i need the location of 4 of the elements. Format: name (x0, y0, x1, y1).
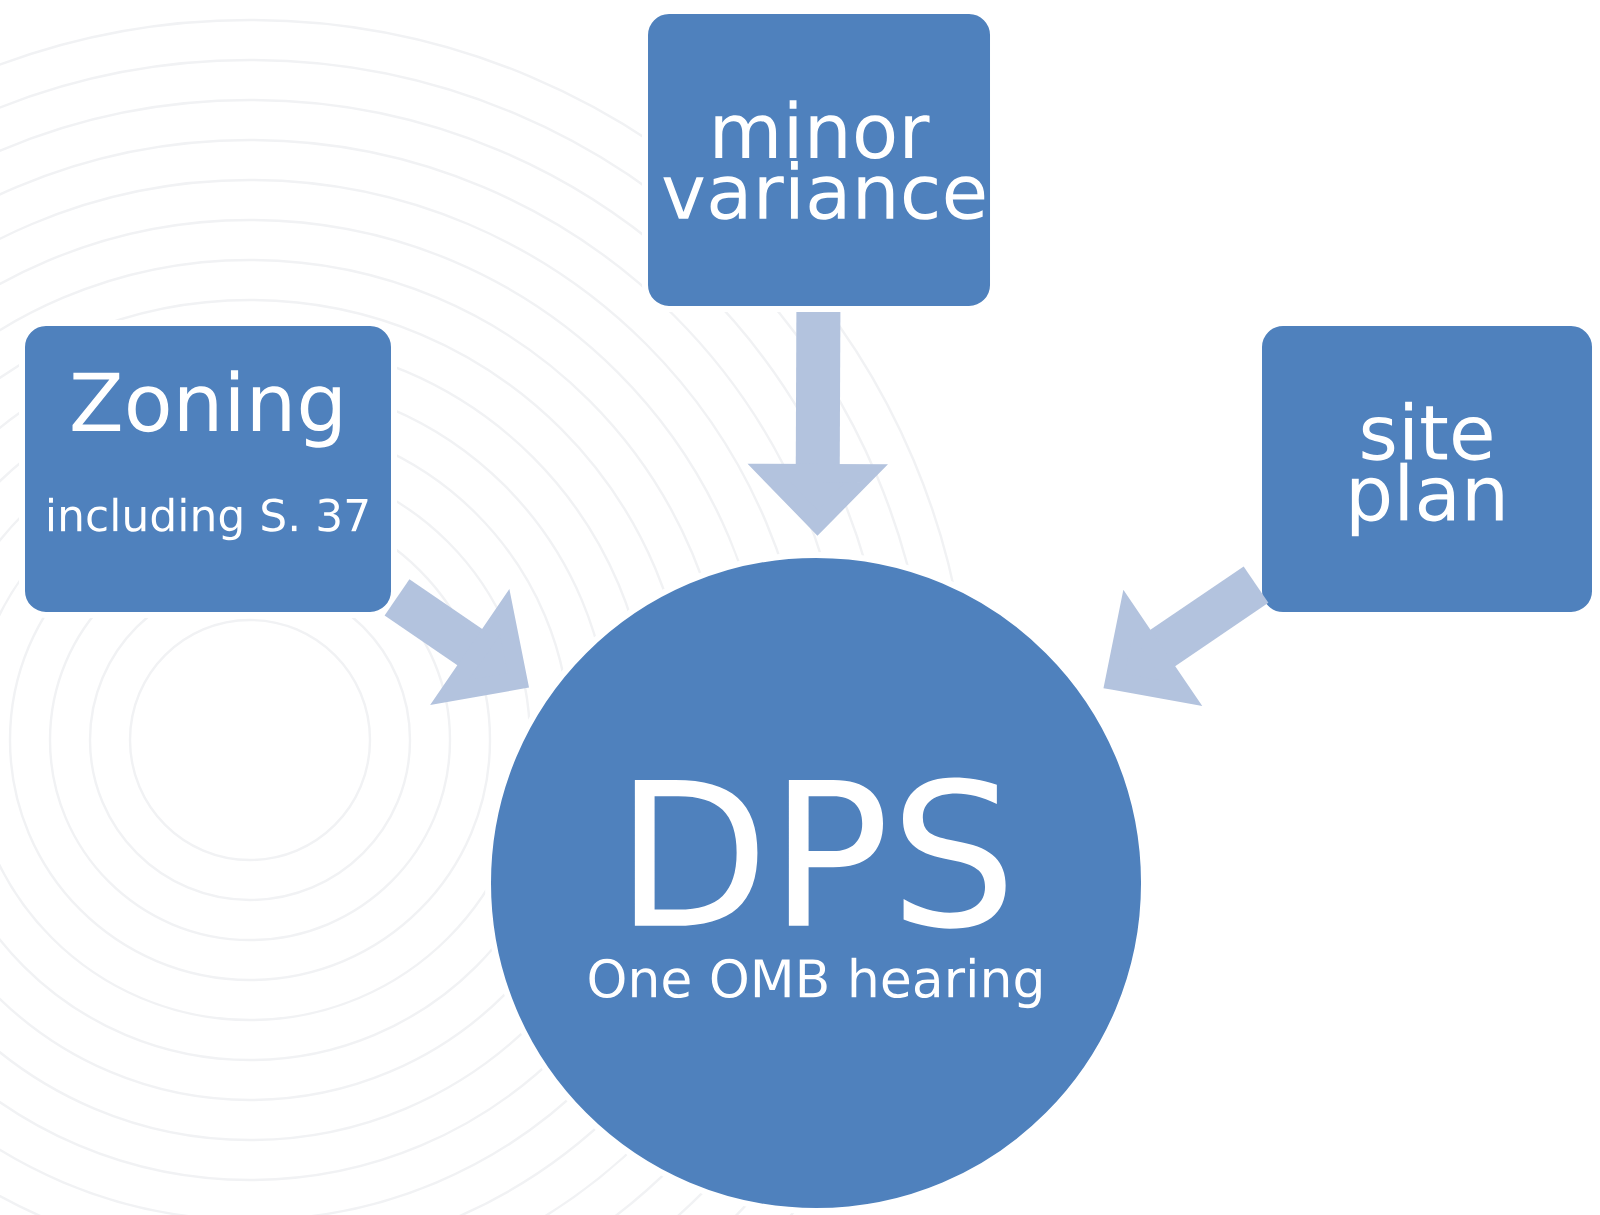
process-box: minor variance (642, 8, 996, 312)
circle-node: DPS One OMB hearing (485, 552, 1147, 1214)
process-box: Zoning including S. 37 (19, 320, 397, 618)
process-box: site plan (1256, 320, 1598, 618)
